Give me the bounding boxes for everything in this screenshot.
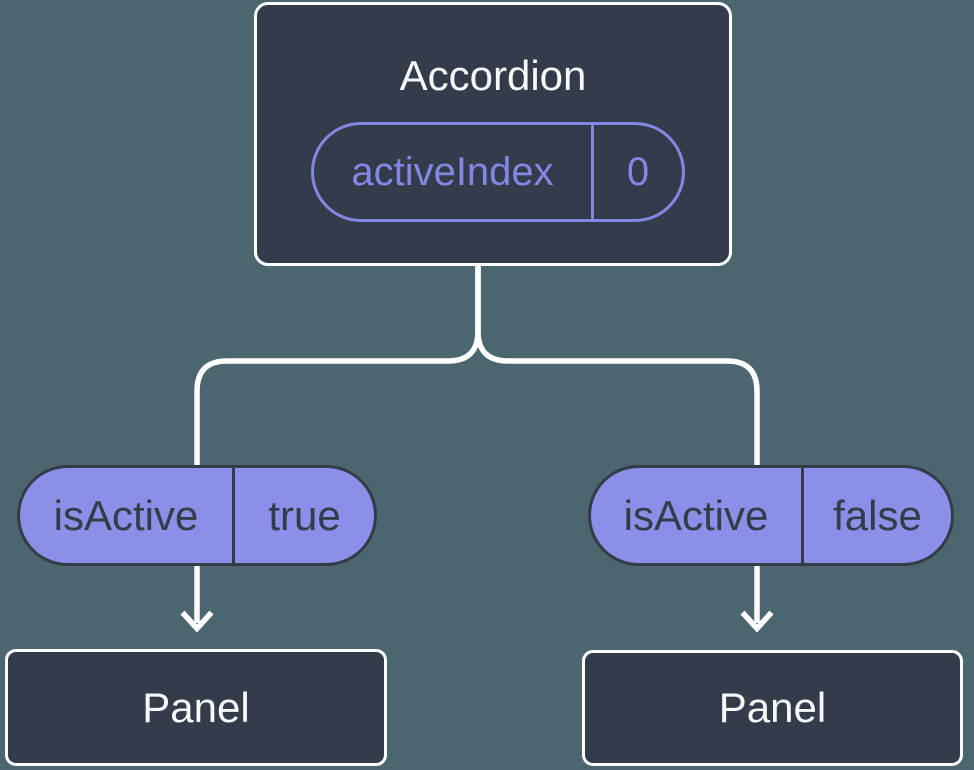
prop-pill-isactive-false: isActive false: [588, 465, 954, 566]
accordion-node-title: Accordion: [399, 52, 587, 99]
arrowhead-right-icon: [740, 610, 774, 633]
arrowhead-left-icon: [180, 610, 214, 633]
prop-pill-isactive-true: isActive true: [17, 465, 377, 566]
prop-value-label: false: [801, 468, 951, 563]
state-pill-activeindex: activeIndex 0: [311, 122, 685, 222]
panel-node-label: Panel: [142, 683, 250, 731]
state-value-label: 0: [591, 125, 682, 219]
connector-right-branch: [475, 265, 760, 623]
connector-left-branch: [194, 265, 481, 623]
state-name-label: activeIndex: [351, 149, 554, 194]
panel-node-label: Panel: [718, 684, 827, 731]
prop-name-label: isActive: [53, 491, 199, 539]
panel-node-right: Panel: [582, 650, 963, 766]
accordion-node: Accordion activeIndex 0: [254, 2, 732, 266]
prop-value-label: true: [232, 468, 374, 563]
prop-name-label: isActive: [623, 491, 769, 539]
panel-node-left: Panel: [5, 649, 387, 766]
